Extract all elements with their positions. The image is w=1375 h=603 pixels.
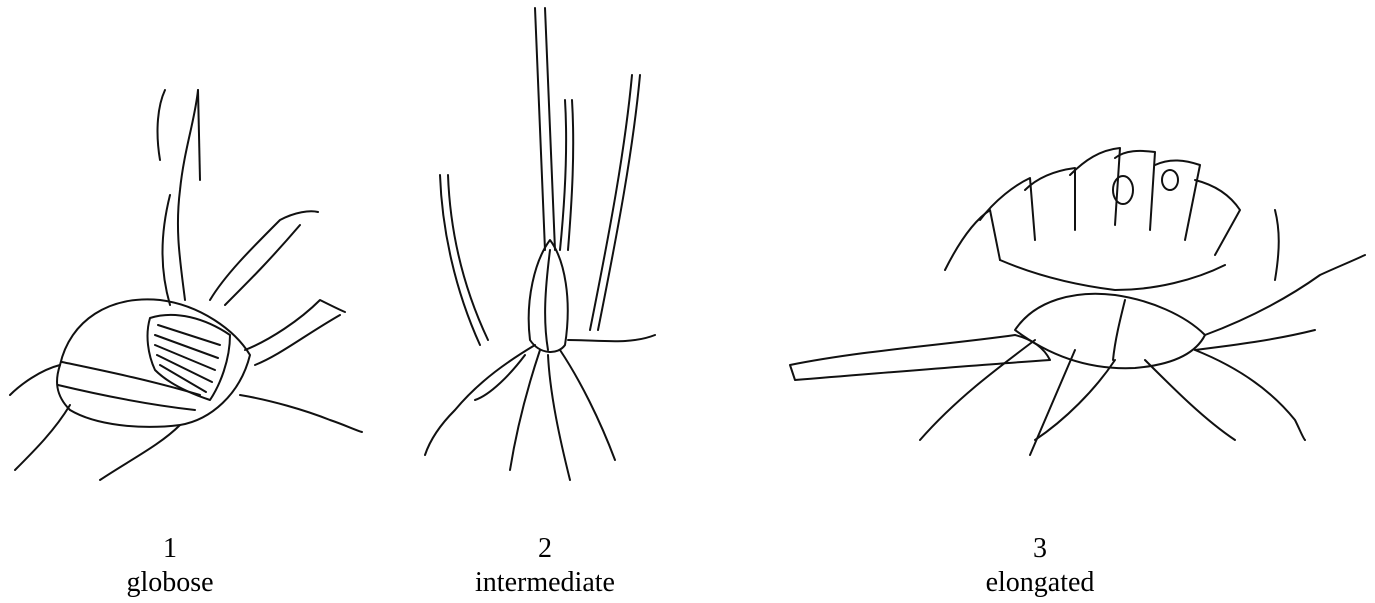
figure-number: 3 xyxy=(915,532,1165,566)
intermediate-bulb-drawing xyxy=(400,0,690,500)
figure-panel-globose: 1 globose xyxy=(0,0,390,603)
elongated-bulb-drawing xyxy=(775,0,1375,500)
figure-number: 1 xyxy=(45,532,295,566)
figure-label: elongated xyxy=(915,566,1165,600)
figure-panel-intermediate: 2 intermediate xyxy=(400,0,690,603)
figure-label: globose xyxy=(45,566,295,600)
caption-intermediate: 2 intermediate xyxy=(420,532,670,600)
globose-bulb-drawing xyxy=(0,0,390,500)
caption-elongated: 3 elongated xyxy=(915,532,1165,600)
figure-panel-elongated: 3 elongated xyxy=(775,0,1375,603)
figure-label: intermediate xyxy=(420,566,670,600)
caption-globose: 1 globose xyxy=(45,532,295,600)
figure-number: 2 xyxy=(420,532,670,566)
